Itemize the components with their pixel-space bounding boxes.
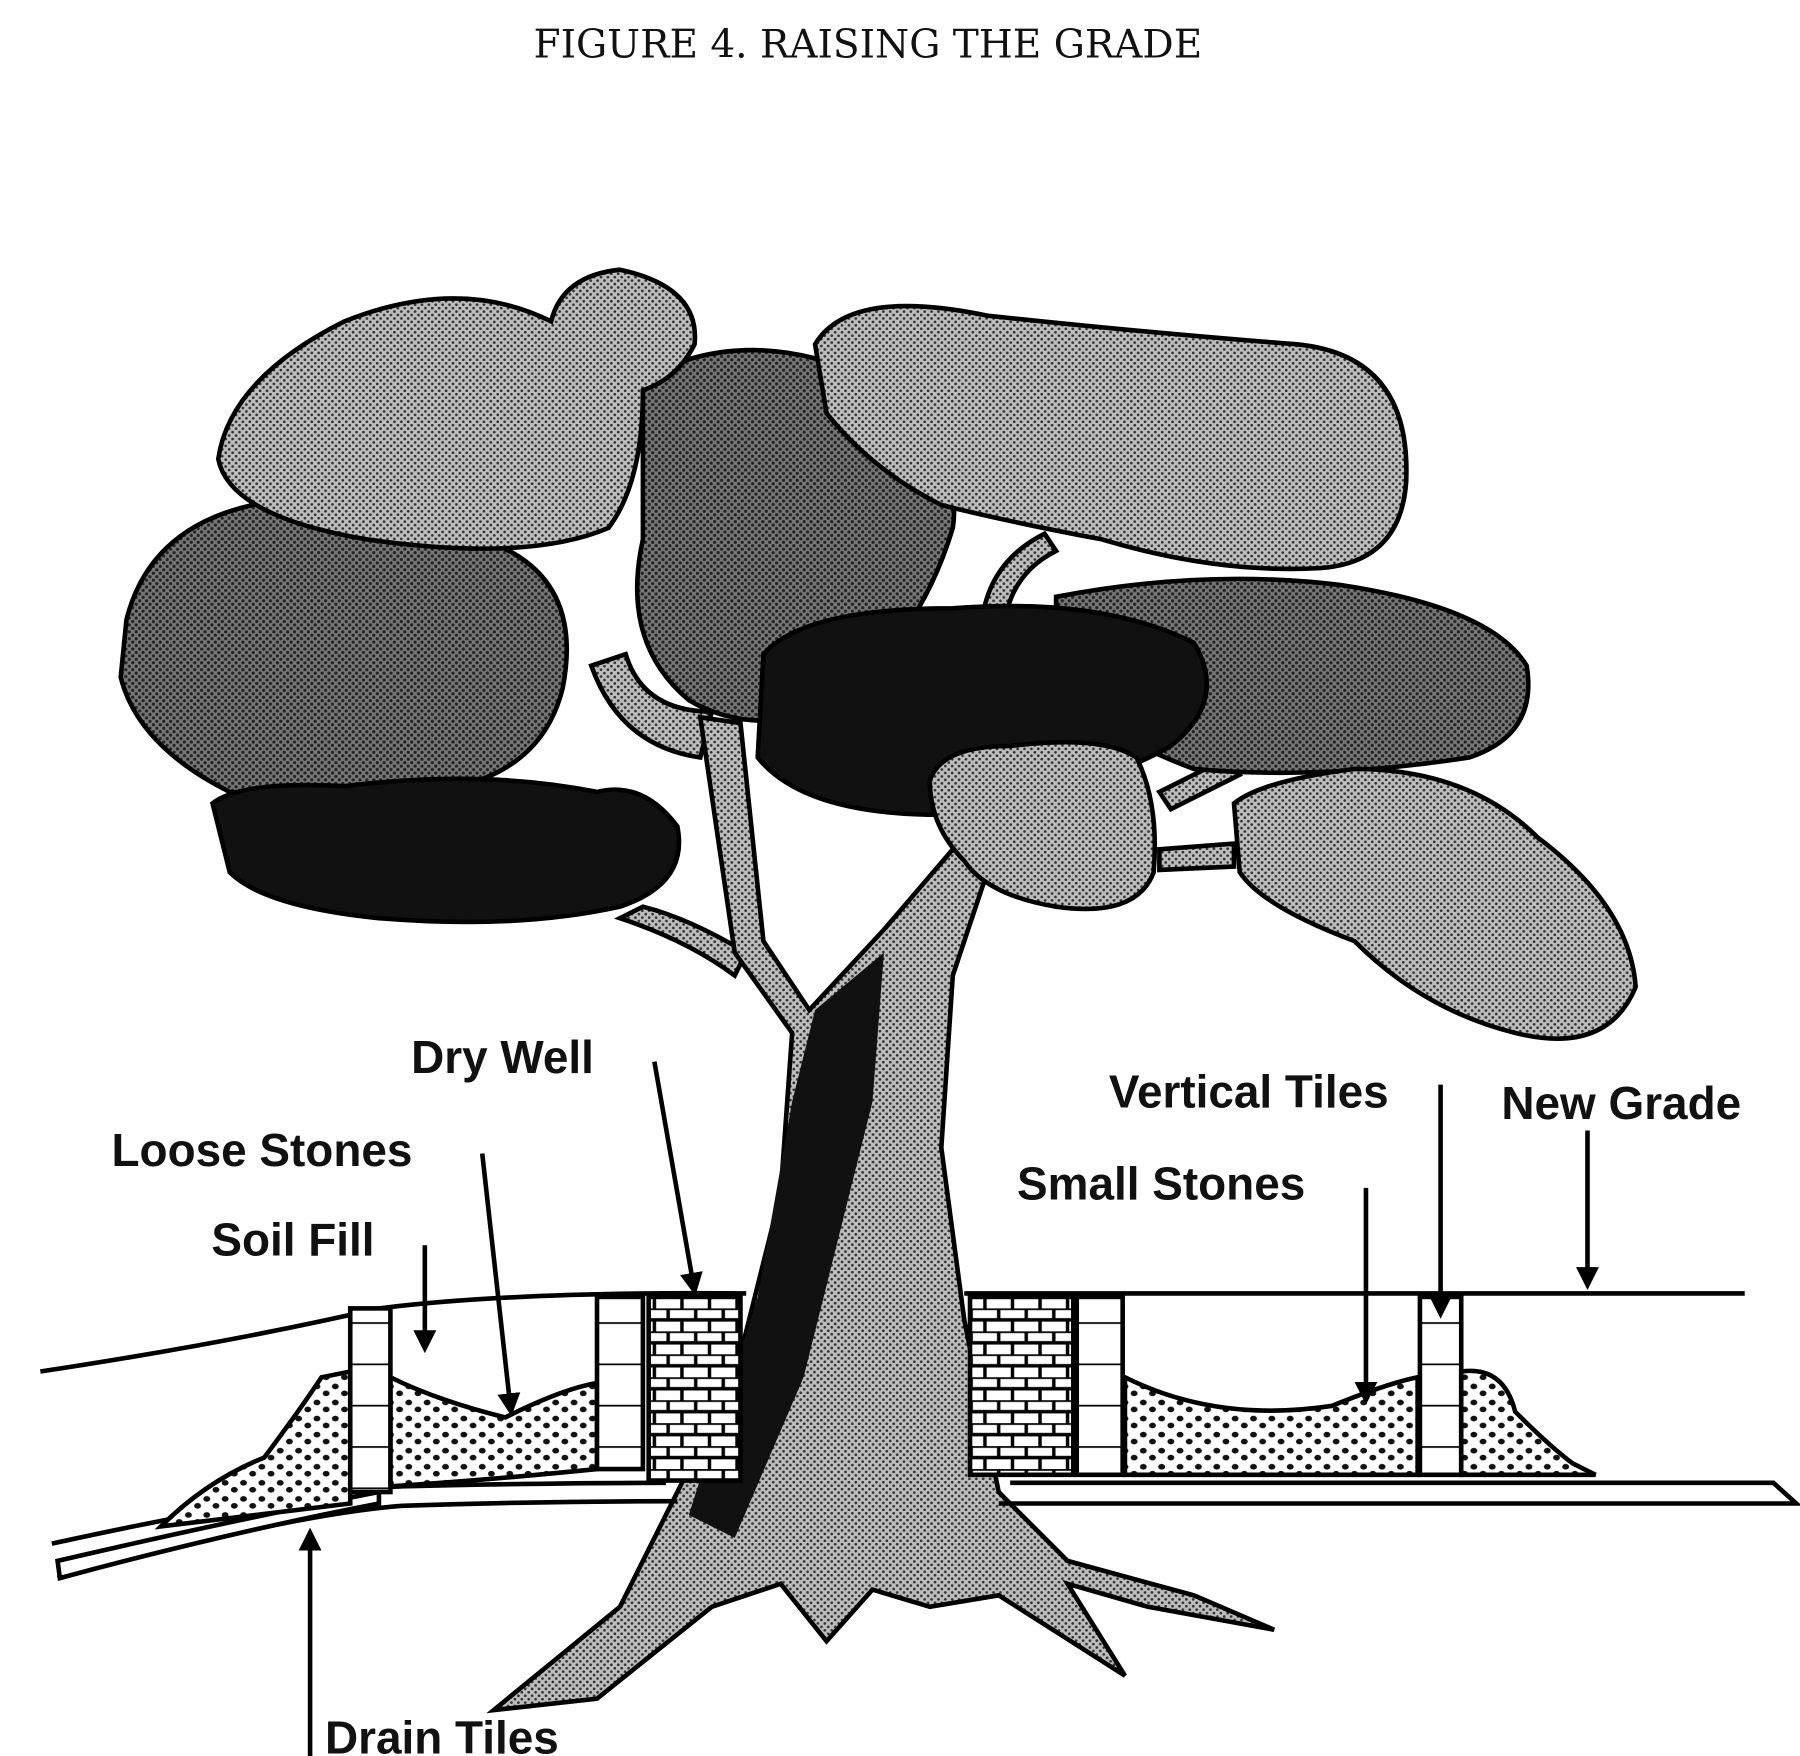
label-new-grade: New Grade [1501, 1077, 1741, 1129]
label-soil-fill: Soil Fill [211, 1214, 374, 1266]
figure-title: FIGURE 4. RAISING THE GRADE [534, 22, 1203, 67]
vertical-tile-left-2 [594, 1294, 646, 1472]
drain-tiles [55, 1489, 382, 1582]
soil-fill-right [1458, 1368, 1597, 1478]
vertical-tile-right-1 [1074, 1294, 1125, 1478]
dry-well-right [967, 1294, 1076, 1478]
label-drain-tiles: Drain Tiles [325, 1712, 559, 1756]
dry-well-left [646, 1294, 743, 1483]
vertical-tile-left-1 [347, 1306, 393, 1495]
label-small-stones: Small Stones [1017, 1157, 1305, 1209]
soil-fill-left [154, 1368, 353, 1530]
small-stones-right [1122, 1373, 1420, 1478]
tree-canopy [118, 267, 1639, 1041]
label-arrows [298, 1061, 1599, 1756]
loose-stones-left [388, 1373, 600, 1489]
label-loose-stones: Loose Stones [112, 1124, 413, 1176]
label-vertical-tiles: Vertical Tiles [1109, 1066, 1389, 1118]
ground-section [40, 1290, 1800, 1582]
label-dry-well: Dry Well [411, 1031, 594, 1083]
vertical-tile-right-2 [1417, 1294, 1464, 1478]
